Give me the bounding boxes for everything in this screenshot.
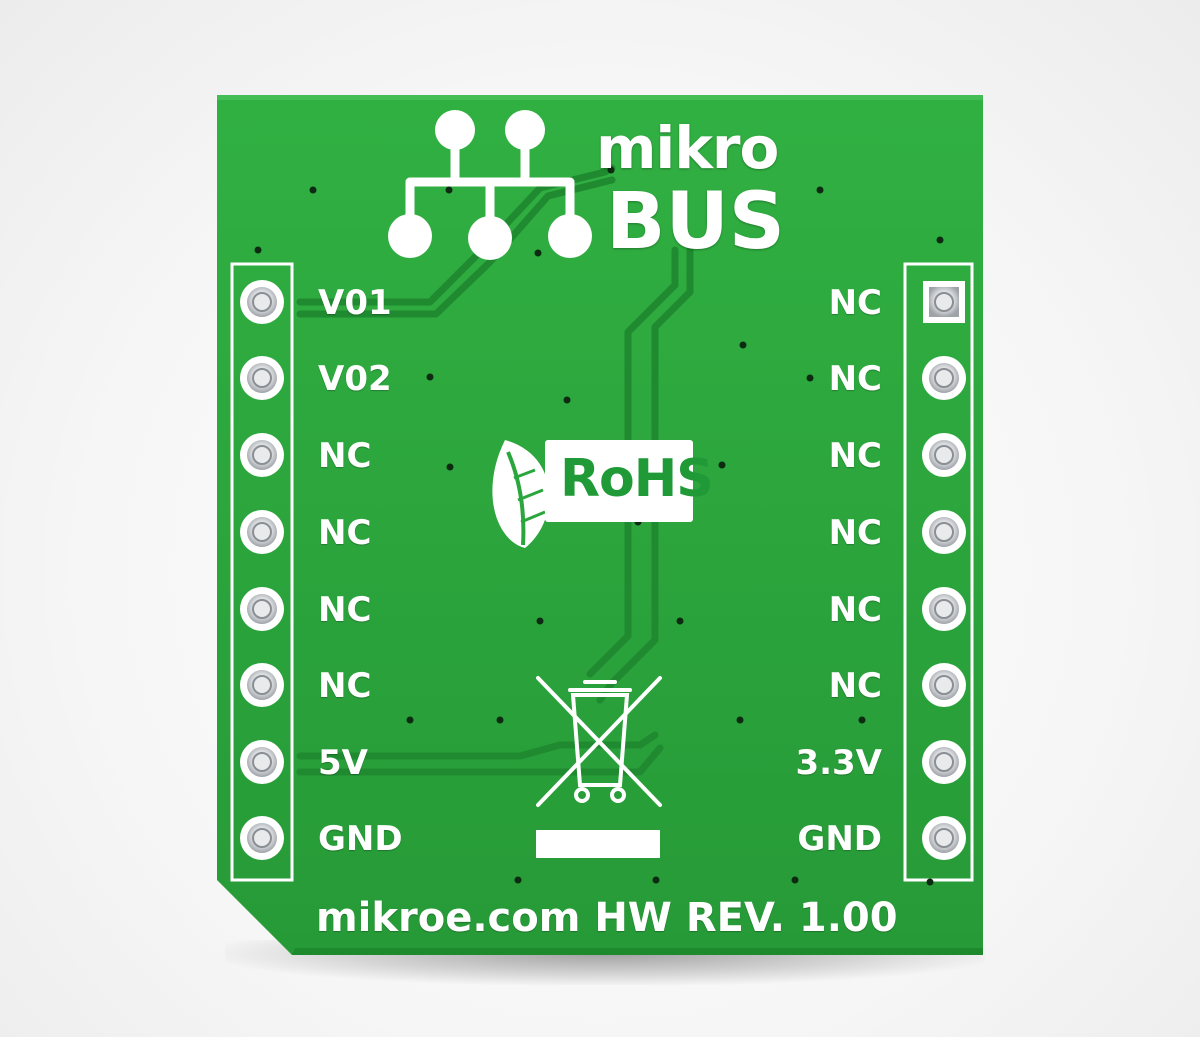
left-pin-pads — [240, 280, 284, 860]
right-pin-label-7: 3.3V — [795, 743, 882, 783]
left-pin-label-4: NC — [318, 513, 372, 553]
left-pin-label-2: V02 — [318, 359, 392, 399]
right-pin-label-6: NC — [828, 666, 882, 706]
mikrobus-connector-icon — [388, 110, 592, 260]
rohs-label: RoHS — [560, 449, 714, 509]
rohs-badge — [545, 440, 693, 522]
right-pin-label-5: NC — [828, 590, 882, 630]
footer-revision-text: mikroe.com HW REV. 1.00 — [316, 895, 898, 941]
right-pin-label-2: NC — [828, 359, 882, 399]
right-pin-label-1: NC — [828, 283, 882, 323]
leaf-icon — [492, 440, 550, 548]
right-pin-label-4: NC — [828, 513, 882, 553]
left-pin-label-3: NC — [318, 436, 372, 476]
right-pin-pads — [922, 281, 966, 860]
pcb-outline — [217, 95, 983, 955]
silkscreen-bar — [536, 830, 660, 858]
left-pin-label-8: GND — [318, 819, 403, 859]
header-outlines — [230, 262, 974, 882]
via-dots — [254, 166, 944, 886]
left-pin-label-5: NC — [318, 590, 372, 630]
brand-bus-text: BUS — [606, 177, 785, 267]
brand-mikro-text: mikro — [596, 114, 779, 182]
left-pin-label-7: 5V — [318, 743, 368, 783]
right-pin-label-3: NC — [828, 436, 882, 476]
crossed-out-bin-icon — [536, 676, 662, 807]
right-pin-label-8: GND — [797, 819, 882, 859]
left-pin-label-1: V01 — [318, 283, 392, 323]
left-pin-label-6: NC — [318, 666, 372, 706]
